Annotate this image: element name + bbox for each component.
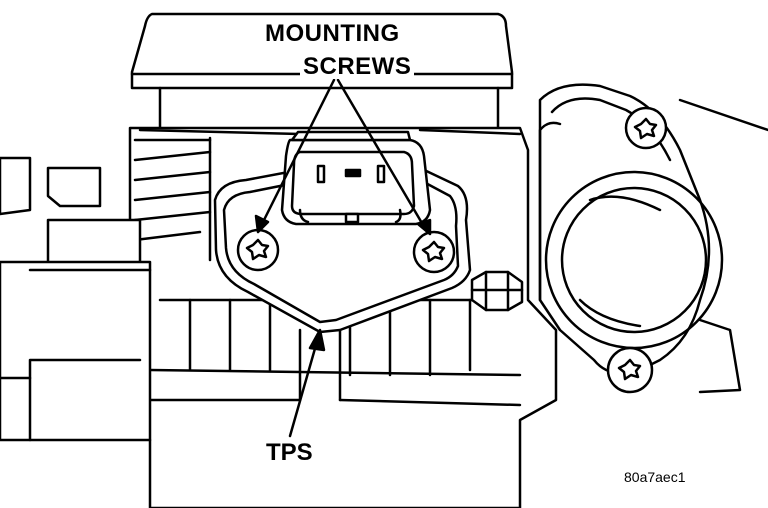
torx-screw-icon bbox=[421, 240, 446, 263]
inlet-elbow bbox=[538, 83, 768, 394]
leader-tps bbox=[288, 336, 320, 438]
tps-sensor bbox=[213, 130, 472, 334]
torx-screw-icon bbox=[245, 238, 270, 261]
torx-screw-icon bbox=[617, 358, 642, 381]
tps-label: TPS bbox=[264, 439, 315, 466]
figure-code: 80a7aec1 bbox=[624, 469, 686, 485]
mounting-label: MOUNTING bbox=[262, 22, 403, 46]
torx-screw-right bbox=[412, 230, 456, 274]
torx-screw-icon bbox=[633, 117, 658, 140]
hex-bolt bbox=[470, 270, 524, 312]
torx-screw-left bbox=[236, 228, 280, 272]
leader-left-screw bbox=[258, 78, 336, 230]
left-linkage bbox=[0, 156, 152, 442]
screws-label: SCREWS bbox=[300, 55, 415, 79]
leader-lines bbox=[254, 78, 432, 438]
leader-right-screw bbox=[336, 78, 428, 232]
